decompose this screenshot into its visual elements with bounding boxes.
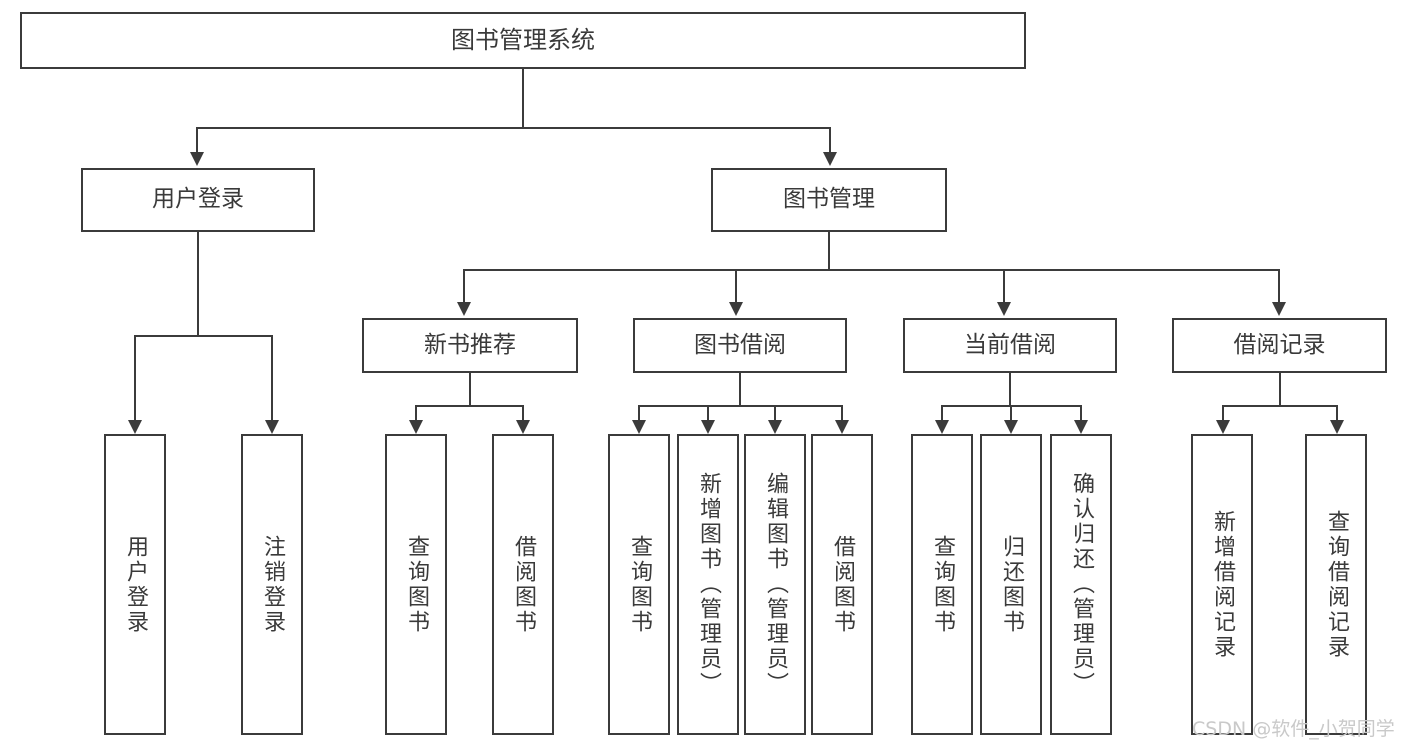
node-label: 新增图书（管理员）	[696, 472, 721, 697]
connector-drop-leaf-add-record	[1222, 405, 1224, 421]
connector-drop-current-borrow	[1003, 269, 1005, 303]
node-label: 注销登录	[260, 534, 285, 635]
arrowhead-user-login	[190, 152, 204, 166]
connector-drop-leaf-borrow-book-2	[841, 405, 843, 421]
connector-drop-leaf-query-book-3	[941, 405, 943, 421]
connector-drop-new-book-recommend	[463, 269, 465, 303]
arrowhead-leaf-borrow-book-1	[516, 420, 530, 434]
arrowhead-new-book-recommend	[457, 302, 471, 316]
node-leaf-user-logout[interactable]: 注销登录	[241, 434, 303, 735]
node-label: 当前借阅	[964, 331, 1056, 358]
connector-drop-leaf-user-logout	[271, 335, 273, 421]
node-leaf-query-book-1[interactable]: 查询图书	[385, 434, 447, 735]
arrowhead-leaf-borrow-book-2	[835, 420, 849, 434]
arrowhead-leaf-edit-book	[768, 420, 782, 434]
connector-root-stem	[522, 69, 524, 128]
connector-drop-leaf-edit-book	[774, 405, 776, 421]
arrowhead-borrow-record	[1272, 302, 1286, 316]
node-label: 新书推荐	[424, 331, 516, 358]
connector-current-borrow-stem	[1009, 373, 1011, 406]
arrowhead-leaf-user-logout	[265, 420, 279, 434]
arrowhead-book-borrow	[729, 302, 743, 316]
connector-book-borrow-stem	[739, 373, 741, 406]
node-label: 归还图书	[999, 534, 1024, 635]
connector-book-manage-stem	[828, 232, 830, 270]
connector-drop-user-login	[196, 127, 198, 153]
connector-user-login-stem	[197, 232, 199, 336]
node-book-borrow[interactable]: 图书借阅	[633, 318, 847, 373]
connector-drop-borrow-record	[1278, 269, 1280, 303]
node-label: 查询图书	[404, 534, 429, 635]
node-label: 新增借阅记录	[1210, 509, 1235, 660]
connector-drop-leaf-borrow-book-1	[522, 405, 524, 421]
node-leaf-return-book[interactable]: 归还图书	[980, 434, 1042, 735]
node-leaf-edit-book[interactable]: 编辑图书（管理员）	[744, 434, 806, 735]
node-leaf-query-record[interactable]: 查询借阅记录	[1305, 434, 1367, 735]
arrowhead-leaf-add-record	[1216, 420, 1230, 434]
connector-user-login-bus	[134, 335, 272, 337]
connector-borrow-record-stem	[1279, 373, 1281, 406]
node-user-login[interactable]: 用户登录	[81, 168, 315, 232]
connector-level2-bus	[463, 269, 1280, 271]
arrowhead-book-manage	[823, 152, 837, 166]
connector-new-book-recommend-stem	[469, 373, 471, 406]
connector-drop-leaf-return-book	[1010, 405, 1012, 421]
connector-drop-book-manage	[829, 127, 831, 153]
connector-new-book-recommend-bus	[415, 405, 523, 407]
node-leaf-add-book[interactable]: 新增图书（管理员）	[677, 434, 739, 735]
node-label: 借阅记录	[1233, 331, 1326, 358]
node-label: 图书借阅	[694, 331, 786, 358]
arrowhead-leaf-query-book-3	[935, 420, 949, 434]
connector-drop-leaf-add-book	[707, 405, 709, 421]
connector-drop-leaf-query-book-2	[638, 405, 640, 421]
node-label: 用户登录	[152, 186, 244, 213]
node-label: 编辑图书（管理员）	[763, 472, 788, 697]
node-label: 图书管理系统	[451, 26, 595, 55]
node-label: 查询图书	[627, 534, 652, 635]
connector-borrow-record-bus	[1222, 405, 1337, 407]
arrowhead-leaf-user-login	[128, 420, 142, 434]
node-label: 查询图书	[930, 534, 955, 635]
connector-drop-leaf-query-book-1	[415, 405, 417, 421]
node-leaf-query-book-3[interactable]: 查询图书	[911, 434, 973, 735]
node-leaf-confirm-return[interactable]: 确认归还（管理员）	[1050, 434, 1112, 735]
node-leaf-add-record[interactable]: 新增借阅记录	[1191, 434, 1253, 735]
arrowhead-leaf-query-book-2	[632, 420, 646, 434]
node-book-manage[interactable]: 图书管理	[711, 168, 947, 232]
node-leaf-borrow-book-1[interactable]: 借阅图书	[492, 434, 554, 735]
node-leaf-query-book-2[interactable]: 查询图书	[608, 434, 670, 735]
connector-drop-leaf-query-record	[1336, 405, 1338, 421]
arrowhead-leaf-query-record	[1330, 420, 1344, 434]
node-label: 确认归还（管理员）	[1069, 472, 1094, 697]
node-label: 借阅图书	[511, 534, 536, 635]
node-root-book-management-system[interactable]: 图书管理系统	[20, 12, 1026, 69]
arrowhead-leaf-confirm-return	[1074, 420, 1088, 434]
node-leaf-user-login[interactable]: 用户登录	[104, 434, 166, 735]
node-borrow-record[interactable]: 借阅记录	[1172, 318, 1387, 373]
connector-book-borrow-bus	[638, 405, 842, 407]
connector-level1-bus	[196, 127, 830, 129]
node-current-borrow[interactable]: 当前借阅	[903, 318, 1117, 373]
arrowhead-leaf-query-book-1	[409, 420, 423, 434]
node-label: 用户登录	[123, 534, 148, 635]
arrowhead-leaf-add-book	[701, 420, 715, 434]
node-label: 图书管理	[783, 186, 875, 213]
connector-drop-book-borrow	[735, 269, 737, 303]
csdn-watermark: CSDN @软件_小贺同学	[1192, 718, 1395, 740]
connector-drop-leaf-user-login	[134, 335, 136, 421]
node-label: 借阅图书	[830, 534, 855, 635]
connector-drop-leaf-confirm-return	[1080, 405, 1082, 421]
arrowhead-leaf-return-book	[1004, 420, 1018, 434]
node-leaf-borrow-book-2[interactable]: 借阅图书	[811, 434, 873, 735]
arrowhead-current-borrow	[997, 302, 1011, 316]
node-label: 查询借阅记录	[1324, 509, 1349, 660]
node-new-book-recommend[interactable]: 新书推荐	[362, 318, 578, 373]
